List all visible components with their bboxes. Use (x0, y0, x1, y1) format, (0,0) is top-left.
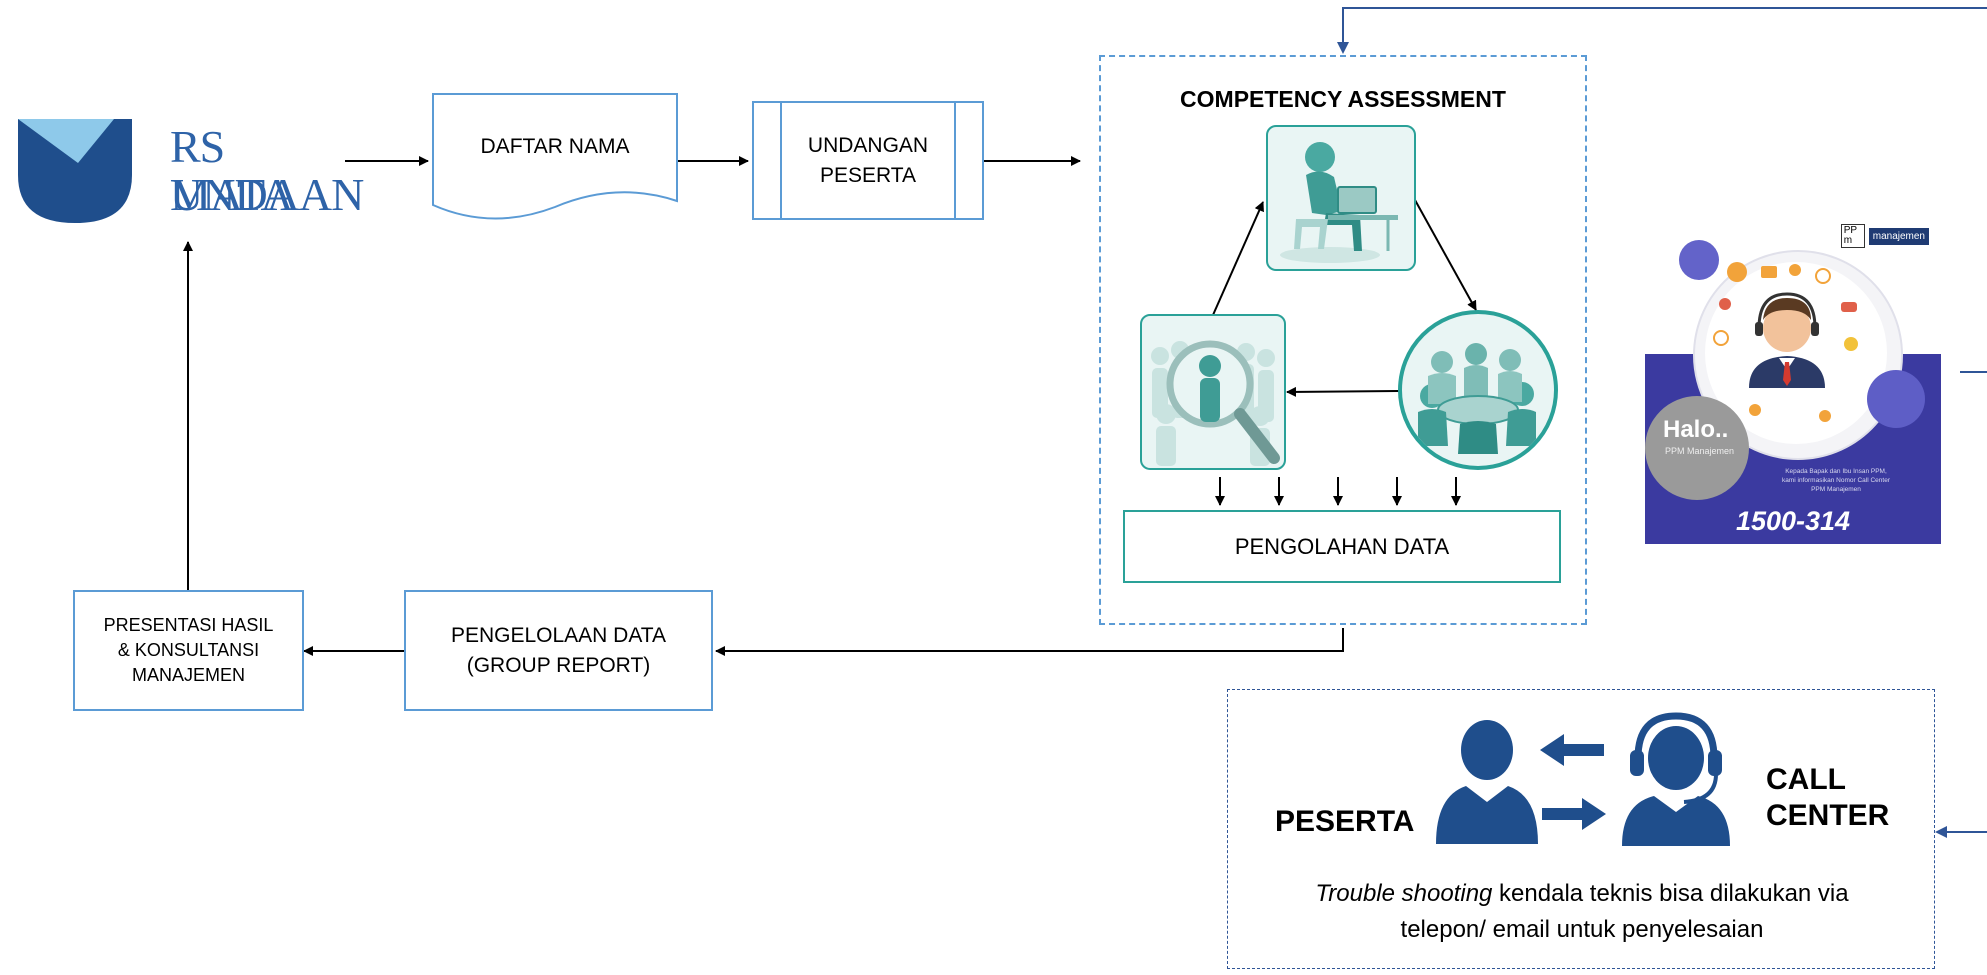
competency-assessment-title: COMPETENCY ASSESSMENT (1180, 86, 1506, 112)
pengelolaan-line2: (GROUP REPORT) (466, 653, 651, 677)
poster-notice-line3: PPM Manajemen (1811, 485, 1861, 493)
pengolahan-data-box: PENGOLAHAN DATA (1123, 510, 1561, 583)
arrow-assessment-to-pengelolaan (715, 628, 1344, 656)
call-label-line2: CENTER (1766, 799, 1890, 832)
ppm-call-center-poster: PP m manajemen Halo.. PPM Manajemen Kepa… (1645, 220, 1941, 544)
undangan-line2: PESERTA (819, 163, 917, 187)
call-agent-icon (1713, 262, 1858, 422)
ppm-brand-name: manajemen (1868, 227, 1929, 245)
peserta-label: PESERTA (1275, 805, 1415, 838)
poster-notice-line2: kami informasikan Nomor Call Center (1781, 476, 1890, 484)
presentasi-line3: MANAJEMEN (131, 665, 245, 686)
presentasi-line2: & KONSULTANSI (117, 639, 260, 660)
presentasi-line1: PRESENTASI HASIL (103, 614, 274, 635)
ppm-brand-logo: PP m manajemen (1840, 224, 1929, 248)
daftar-nama-box: DAFTAR NAMA (432, 93, 678, 227)
arrow-cycle-3 (1286, 386, 1401, 397)
poster-phone-number: 1500-314 (1735, 506, 1851, 536)
headset-agent-icon (1622, 712, 1730, 846)
poster-halo-sub: PPM Manajemen (1665, 446, 1735, 456)
rs-mata-undaan-logo: RS MATA UNDAAN (14, 115, 364, 225)
pengolahan-data-label: PENGOLAHAN DATA (1234, 533, 1450, 559)
ppm-brand-mark: PP m (1840, 224, 1865, 248)
undangan-peserta-box: UNDANGAN PESERTA (752, 101, 984, 220)
trouble-shooting-text: Trouble shooting kendala teknis bisa dil… (1237, 876, 1927, 948)
pengelolaan-data-box: PENGELOLAAN DATA (GROUP REPORT) (404, 590, 713, 711)
trouble-rest: kendala teknis bisa dilakukan via (1492, 880, 1849, 907)
arrow-cycle-1 (1212, 201, 1264, 316)
group-meeting-icon (1418, 343, 1536, 454)
trouble-line2: telepon/ email untuk penyelesaian (1400, 916, 1764, 943)
pengelolaan-line1: PENGELOLAAN DATA (450, 624, 667, 648)
group-discussion-tile (1398, 310, 1558, 470)
exchange-arrows-icon (1540, 734, 1606, 830)
peserta-person-icon (1436, 720, 1538, 844)
person-at-computer-icon (1280, 142, 1398, 263)
presentasi-hasil-box: PRESENTASI HASIL & KONSULTANSI MANAJEMEN (73, 590, 304, 711)
logo-shield-icon (18, 119, 132, 223)
poster-halo: Halo.. (1663, 416, 1729, 443)
trouble-italic: Trouble shooting (1315, 880, 1493, 907)
arrow-top-feedback (1337, 7, 1987, 54)
arrow-cycle-2 (1414, 199, 1477, 311)
call-center-panel (1227, 689, 1935, 969)
call-label-line1: CALL (1766, 763, 1846, 796)
logo-line2: UNDAAN (170, 169, 364, 220)
logo-line1: RS MATA (170, 121, 294, 220)
poster-notice-line1: Kepada Bapak dan Ibu Insan PPM, (1785, 468, 1887, 475)
talent-search-tile (1140, 314, 1286, 470)
competency-assessment-panel (1099, 55, 1587, 625)
magnifier-people-icon (1151, 340, 1280, 466)
call-center-label: CALL CENTER (1766, 762, 1889, 834)
daftar-nama-label: DAFTAR NAMA (480, 135, 630, 158)
undangan-line1: UNDANGAN (807, 134, 929, 158)
computer-work-tile (1266, 125, 1416, 271)
